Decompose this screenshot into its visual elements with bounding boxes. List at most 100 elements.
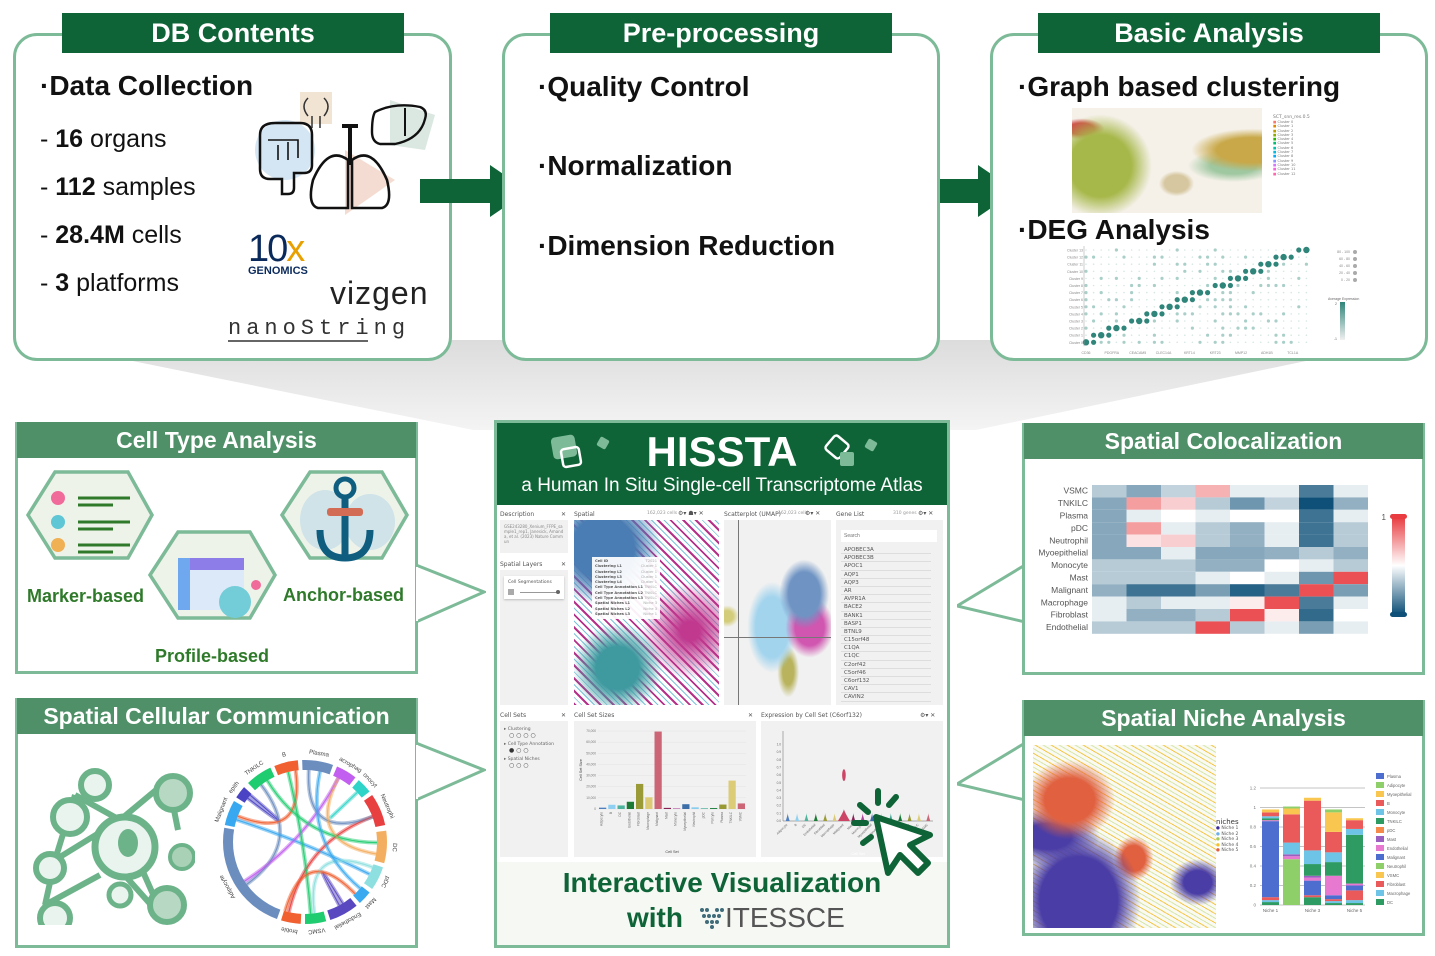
dotplot-gene-label: KRT23 (1210, 351, 1221, 355)
dotplot-dot (1192, 306, 1194, 308)
stacked-legend-swatch (1376, 890, 1384, 896)
dotplot-dot (1244, 319, 1247, 322)
gene-list-item[interactable]: CAVIN2 (841, 693, 931, 701)
spatial-layers-close-icon[interactable]: ✕ (561, 561, 566, 568)
gene-list-item[interactable]: BANK1 (841, 612, 931, 620)
dotplot-dot (1237, 271, 1239, 273)
dotplot-dot (1214, 327, 1216, 329)
heatmap-cell (1092, 609, 1127, 621)
gene-list-item[interactable]: C5orf46 (841, 669, 931, 677)
cell-set-item[interactable]: ▸ Cell Type Annotation● ○ ○ (504, 742, 564, 754)
dotplot-dot (1100, 299, 1102, 301)
bar-pdc (701, 808, 708, 809)
stacked-legend-swatch (1376, 809, 1384, 815)
gene-list-item[interactable]: CAV1 (841, 685, 931, 693)
opacity-slider[interactable] (520, 592, 560, 593)
gene-list-settings-icon[interactable]: ⚙▾ ✕ (918, 510, 933, 517)
dotplot-dot (1290, 285, 1292, 287)
gene-list-item[interactable]: C2orf42 (841, 661, 931, 669)
cell-set-sizes-close-icon[interactable]: ✕ (748, 712, 753, 719)
dotplot-dot (1175, 297, 1180, 302)
dotplot-dot (1161, 263, 1163, 265)
dotplot-dot (1131, 278, 1133, 280)
gene-list-item[interactable]: APOBEC3A (841, 546, 931, 554)
gene-list-item[interactable]: AQP3 (841, 579, 931, 587)
dotplot-row-label: Cluster 8 (1069, 284, 1083, 288)
bar-xtick-label: Plasma (720, 812, 724, 823)
dotplot-dot (1283, 278, 1285, 280)
colorbar-handle-top[interactable] (1390, 514, 1407, 519)
dotplot-dot (1214, 319, 1217, 322)
colorbar-handle-bottom[interactable] (1390, 612, 1407, 617)
expression-settings-icon[interactable]: ⚙▾ ✕ (920, 712, 935, 719)
dotplot-dot (1169, 334, 1171, 336)
dotplot-dot (1106, 326, 1111, 331)
dotplot-dot (1116, 285, 1118, 287)
gene-list-item[interactable]: C1QA (841, 644, 931, 652)
heatmap-cell (1230, 597, 1265, 609)
gene-list-item[interactable]: AQP1 (841, 571, 931, 579)
segmentation-checkbox[interactable] (508, 589, 514, 595)
dotplot-dot (1230, 256, 1232, 258)
umap-settings-icon[interactable]: ⚙▾ ✕ (805, 510, 820, 517)
gene-list-item[interactable]: C15orf48 (841, 636, 931, 644)
gene-list-item[interactable]: APOC1 (841, 562, 931, 570)
chord-link (331, 792, 357, 817)
stacked-segment-endothelial (1325, 876, 1342, 896)
gene-list-item[interactable]: BASP1 (841, 620, 931, 628)
gene-list-item[interactable]: BACE2 (841, 603, 931, 611)
bar-xtick-label: Myoepithelial (683, 812, 687, 831)
dotplot-dot (1229, 312, 1232, 315)
dotplot-row-label: Cluster 0 (1069, 341, 1083, 345)
stacked-legend-swatch (1376, 818, 1384, 824)
heatmap-row-label: VSMC (1063, 486, 1088, 496)
gene-list-item[interactable]: APOBEC3B (841, 554, 931, 562)
bar-endothelial (627, 802, 634, 809)
step-quality-control: ·Quality Control (538, 71, 750, 103)
cell-sets-close-icon[interactable]: ✕ (561, 712, 566, 719)
cell-set-item[interactable]: ▸ Spatial Niches○ ○ ○ (504, 757, 564, 769)
dotplot-dot (1153, 284, 1156, 287)
dotplot-dot (1213, 283, 1218, 288)
dotplot-dot (1192, 285, 1194, 287)
dotplot-dot (1116, 256, 1118, 258)
dotplot-dot (1290, 306, 1292, 308)
dotplot-dot (1236, 327, 1239, 330)
marker-based-label: Marker-based (27, 586, 144, 607)
spatial-settings-icon[interactable]: ⚙▾ ☗▾ ✕ (678, 510, 704, 517)
cell-set-item[interactable]: ▸ Clustering○ ○ ○ ○ (504, 727, 564, 739)
dotplot-dot (1108, 285, 1110, 287)
heatmap-row-label: Malignant (1051, 585, 1088, 595)
dotplot-dot (1283, 292, 1285, 294)
gene-search-input[interactable] (841, 530, 937, 542)
dotplot-gene-label: CLEC14A (1156, 351, 1172, 355)
stacked-segment-macrophage (1325, 901, 1342, 903)
dotplot-row-label: Cluster 4 (1069, 312, 1083, 316)
gene-list-item[interactable]: AR (841, 587, 931, 595)
spatial-cell-count: 162,023 cells (647, 511, 677, 516)
description-close-icon[interactable]: ✕ (561, 511, 566, 518)
dotplot-row-label: Cluster 5 (1069, 305, 1083, 309)
dotplot-dot (1100, 256, 1102, 258)
niche-spatial-map (1033, 745, 1216, 928)
gene-list-item[interactable]: BTNL9 (841, 628, 931, 636)
gene-list-item[interactable]: C6orf132 (841, 677, 931, 685)
umap-view[interactable] (724, 520, 831, 705)
bar-xtick-label: Pericyte (711, 812, 715, 824)
gene-list-item[interactable]: C1QC (841, 652, 931, 660)
dotplot-dot (1153, 256, 1156, 259)
dotplot-dot (1192, 256, 1194, 258)
violin-xtick-label: Adipocyte (776, 823, 789, 836)
dotplot-dot (1237, 334, 1239, 336)
dotplot-dot (1100, 291, 1103, 294)
dotplot-dot (1206, 256, 1209, 259)
gene-list-item[interactable]: AVPR1A (841, 595, 931, 603)
dotplot-dot (1184, 256, 1186, 258)
dotplot-dot (1184, 278, 1186, 280)
dotplot-dot (1199, 278, 1201, 280)
dotplot-dot (1131, 313, 1133, 315)
dotplot-dot (1169, 299, 1171, 301)
dotplot-dot (1146, 278, 1148, 280)
dotplot-dot (1283, 306, 1285, 308)
dotplot-row-label: Cluster 6 (1069, 298, 1083, 302)
